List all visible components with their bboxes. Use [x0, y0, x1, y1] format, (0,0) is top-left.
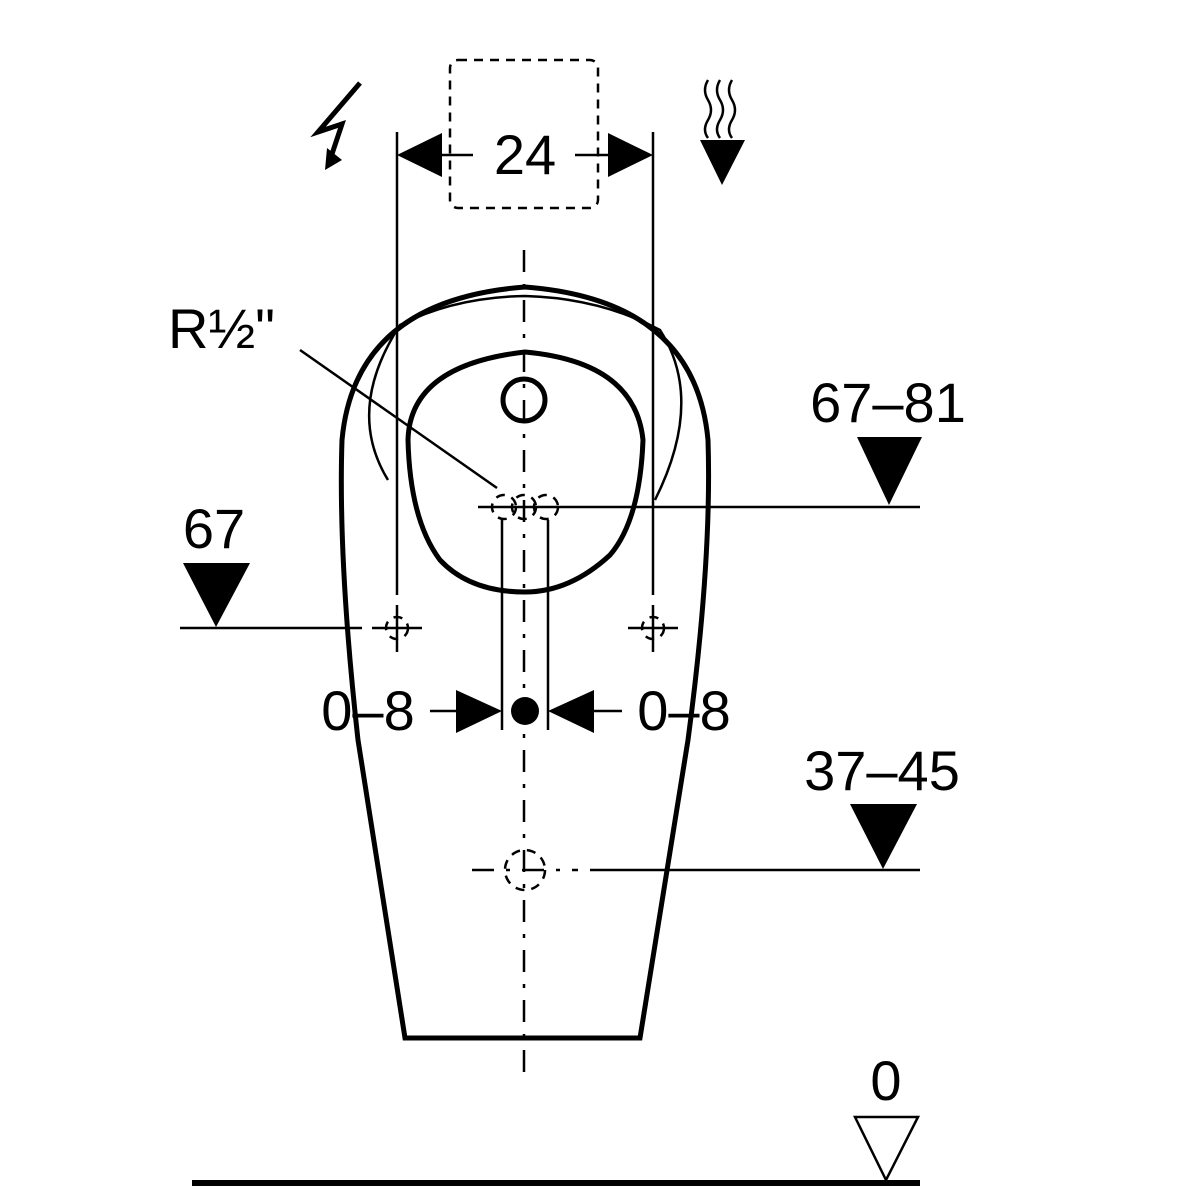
water-inlet-circle [500, 376, 548, 424]
supply-connection-symbol [478, 493, 560, 730]
thread-leader-line [299, 348, 498, 490]
width-dimension-label: 24 [494, 123, 556, 186]
urinal-bowl [405, 349, 646, 595]
inlet-height-label: 67–81 [810, 371, 966, 434]
drain-outlet-symbol [472, 848, 578, 892]
inlet-level-marker-icon [857, 437, 922, 505]
flush-unit-outline [448, 58, 600, 210]
fixing-level-marker-icon [183, 563, 250, 627]
urinal-rim [367, 294, 683, 501]
electric-supply-icon [310, 81, 362, 170]
floor-level-label: 0 [870, 1049, 901, 1112]
floor-level-marker-icon [852, 1115, 921, 1183]
offset-arrow-right-icon [548, 690, 594, 733]
offset-right-label: 0–8 [637, 679, 730, 742]
warm-water-supply-icon [700, 79, 745, 185]
thread-label: R½" [168, 297, 275, 360]
drain-height-label: 37–45 [804, 739, 960, 802]
drain-point [511, 697, 539, 725]
drain-level-marker-icon [850, 804, 917, 869]
fixing-height-label: 67 [183, 497, 245, 560]
offset-left-label: 0–8 [321, 679, 414, 742]
width-dimension [395, 132, 655, 595]
fixing-point-right [628, 605, 678, 652]
offset-arrow-left-icon [456, 690, 502, 733]
urinal-body-outline [338, 284, 712, 1041]
